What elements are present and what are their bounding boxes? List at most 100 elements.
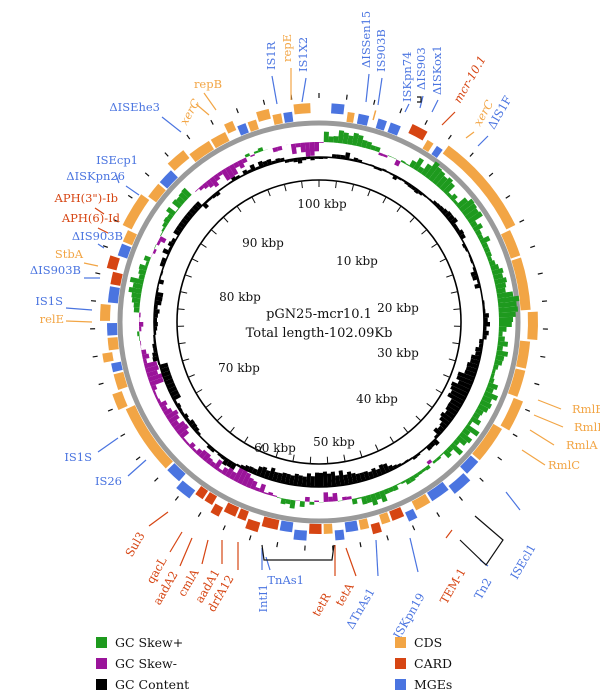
gc-content-bar xyxy=(474,283,480,288)
feature-mge xyxy=(176,480,195,498)
gc-content-bar xyxy=(154,309,159,314)
gc-content-bar xyxy=(341,155,346,159)
gc-skew-minus-bar xyxy=(342,496,347,500)
tick-mark xyxy=(480,478,484,481)
inner-tick xyxy=(230,427,234,432)
gene-label: IntI1 xyxy=(256,584,270,612)
inner-tick xyxy=(293,455,294,462)
inner-tick xyxy=(352,184,354,191)
gene-label: ISKpn74 xyxy=(400,52,414,102)
inner-tick xyxy=(268,190,271,197)
gene-label: APH(6)-Id xyxy=(61,211,121,225)
inner-tick xyxy=(182,359,189,361)
gc-content-bar xyxy=(484,322,490,326)
leader-line xyxy=(530,430,554,445)
tick-mark xyxy=(165,153,168,157)
inner-tick xyxy=(217,416,222,421)
leader-line xyxy=(204,93,216,110)
leader-line xyxy=(272,76,277,104)
gc-skew-plus-bar xyxy=(328,136,333,142)
gc-content-bar xyxy=(306,157,310,159)
tick-mark xyxy=(525,409,530,411)
leader-line xyxy=(302,78,306,102)
feature-cds xyxy=(379,512,390,524)
inner-tick xyxy=(375,445,378,451)
inner-tick xyxy=(237,206,241,212)
tick-mark xyxy=(400,108,402,113)
legend-right: CDS CARD MGEs xyxy=(395,632,452,695)
gc-content-bar xyxy=(483,335,487,340)
gene-label: Tn2 xyxy=(471,576,494,602)
gc-skew-plus-bar xyxy=(490,373,495,379)
leader-line xyxy=(410,538,418,572)
tick-mark xyxy=(121,434,125,436)
gene-label: repE xyxy=(280,34,294,62)
gc-content-bar xyxy=(323,157,327,159)
gc-skew-plus-bar xyxy=(499,312,516,318)
gene-label: ΔISSen15 xyxy=(359,11,373,68)
gc-content-bar xyxy=(293,158,298,162)
leader-line xyxy=(126,186,139,195)
feature-cds xyxy=(108,337,119,350)
legend-label: GC Skew- xyxy=(115,656,177,671)
kbp-label: 80 kbp xyxy=(219,290,261,304)
feature-card xyxy=(245,519,260,532)
gc-content-bar xyxy=(483,309,485,313)
gene-label: RmlD xyxy=(574,420,600,434)
tick-mark xyxy=(347,95,348,100)
leader-line xyxy=(66,308,92,310)
gc-skew-minus-bar xyxy=(139,327,141,332)
gc-skew-plus-bar xyxy=(492,369,496,374)
gene-label: relE xyxy=(40,312,64,326)
gc-content-bar xyxy=(484,326,487,330)
gc-content-bar xyxy=(319,473,323,487)
gc-skew-minus-bar xyxy=(314,501,319,502)
gc-content-bar xyxy=(310,157,314,160)
gc-content-bar xyxy=(315,157,319,159)
feature-cds xyxy=(224,121,236,134)
gc-skew-minus-bar xyxy=(272,147,278,152)
tick-mark xyxy=(425,120,427,124)
gene-label: RmlA xyxy=(566,438,598,452)
inner-tick xyxy=(302,181,303,188)
gc-content-bar xyxy=(152,344,156,349)
gene-label: mcr-10.1 xyxy=(450,53,488,105)
gc-content-bar xyxy=(155,305,158,310)
gc-content-bar xyxy=(302,158,307,161)
tick-mark xyxy=(263,100,264,105)
inner-tick xyxy=(252,197,255,203)
gc-content-bar xyxy=(154,322,158,326)
gc-content-bar xyxy=(297,158,302,164)
feature-cds xyxy=(112,391,127,410)
kbp-label: 20 kbp xyxy=(377,301,419,315)
leader-line xyxy=(128,460,146,476)
gc-skew-plus-bar xyxy=(498,336,505,341)
tick-mark xyxy=(95,273,100,274)
feature-card xyxy=(309,524,322,534)
feature-mge xyxy=(345,520,359,532)
inner-tick xyxy=(397,206,401,212)
tick-mark xyxy=(145,173,149,176)
gc-skew-plus-bar xyxy=(268,148,273,149)
gc-skew-minus-bar xyxy=(286,144,291,145)
inner-tick xyxy=(443,375,449,378)
gc-skew-minus-bar xyxy=(296,143,301,148)
gc-skew-plus-bar xyxy=(144,255,151,262)
legend-label: GC Skew+ xyxy=(115,635,183,650)
gc-skew-plus-bar xyxy=(134,307,140,312)
tick-mark xyxy=(520,220,524,222)
kbp-label: 40 kbp xyxy=(356,392,398,406)
tick-mark xyxy=(489,173,493,176)
gc-skew-plus-bar xyxy=(245,153,250,157)
gc-skew-minus-bar xyxy=(332,493,337,502)
tick-mark xyxy=(128,195,132,198)
gc-skew-minus-bar xyxy=(141,349,146,354)
inner-tick xyxy=(360,451,362,458)
gc-skew-plus-bar xyxy=(356,497,361,499)
leader-line xyxy=(66,321,92,322)
gc-content-bar xyxy=(154,331,156,335)
inner-tick xyxy=(185,275,192,277)
inner-tick xyxy=(211,230,216,235)
legend-left: GC Skew+ GC Skew- GC Content xyxy=(96,632,189,695)
